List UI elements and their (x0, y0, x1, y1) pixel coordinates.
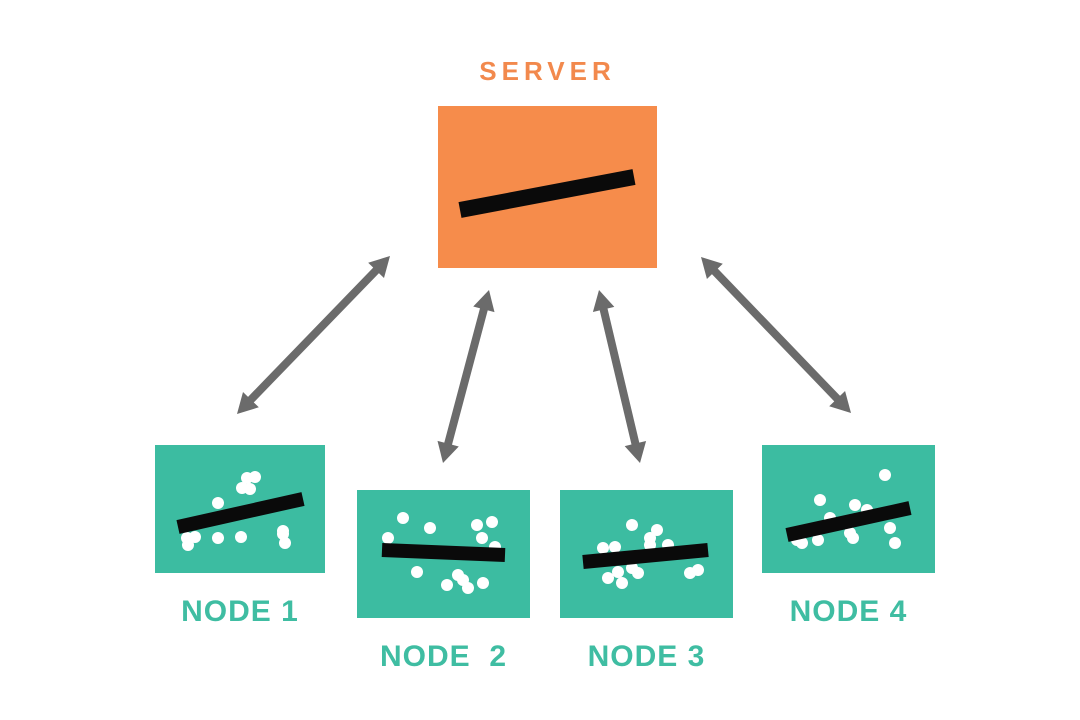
scatter-dot (879, 469, 891, 481)
scatter-dot (462, 582, 474, 594)
scatter-dot (612, 566, 624, 578)
scatter-dot (441, 579, 453, 591)
node-scatter-plot (785, 469, 912, 549)
scatter-dot (477, 577, 489, 589)
node-box-2 (357, 490, 530, 618)
trend-line (582, 543, 709, 569)
scatter-dot (692, 564, 704, 576)
scatter-dot (849, 499, 861, 511)
arrow-shaft (598, 303, 641, 450)
double-arrow (592, 290, 647, 463)
scatter-dot (212, 497, 224, 509)
scatter-dot (189, 531, 201, 543)
node-scatter-plot (381, 512, 506, 594)
scatter-dot (382, 532, 394, 544)
node-scatter-plot (582, 519, 709, 589)
arrow-shaft (442, 303, 490, 450)
node-box-4 (762, 445, 935, 573)
arrow-shaft (708, 265, 844, 405)
server-model-line-plot (458, 169, 636, 218)
scatter-dot (277, 528, 289, 540)
scatter-dot (244, 483, 256, 495)
trend-line (458, 169, 636, 218)
node-box-3 (560, 490, 733, 618)
scatter-dot (397, 512, 409, 524)
double-arrow (701, 257, 851, 413)
scatter-dot (616, 577, 628, 589)
scatter-dot (651, 524, 663, 536)
scatter-dot (476, 532, 488, 544)
scatter-dot (279, 537, 291, 549)
scatter-dot (249, 471, 261, 483)
trend-line (785, 501, 912, 542)
scatter-dot (632, 567, 644, 579)
trend-line (176, 492, 305, 534)
scatter-dot (889, 537, 901, 549)
scatter-dot (411, 566, 423, 578)
node-label-3: NODE 3 (587, 640, 706, 673)
arrow-head (237, 391, 259, 414)
server-label: SERVER (479, 56, 616, 86)
scatter-dot (486, 516, 498, 528)
arrow-head (368, 256, 390, 279)
scatter-dot (212, 532, 224, 544)
scatter-dot (626, 519, 638, 531)
node-box-1 (155, 445, 325, 573)
scatter-dot (847, 532, 859, 544)
scatter-dot (644, 539, 656, 551)
node-label-4: NODE 4 (789, 595, 908, 628)
arrow-head (592, 290, 615, 312)
double-arrow (237, 256, 390, 414)
scatter-dot (812, 534, 824, 546)
server-box (438, 106, 657, 268)
scatter-dot (182, 539, 194, 551)
arrow-head (437, 440, 459, 463)
scatter-dot (235, 531, 247, 543)
scatter-dot (602, 572, 614, 584)
arrow-head (624, 441, 647, 463)
arrow-shaft (244, 263, 383, 407)
node-label-1: NODE 1 (181, 595, 299, 628)
scatter-dot (814, 494, 826, 506)
scatter-dot (609, 541, 621, 553)
node-scatter-plot (176, 471, 305, 551)
scatter-dot (471, 519, 483, 531)
scatter-dot (597, 542, 609, 554)
arrow-head (701, 257, 723, 280)
double-arrow (437, 290, 495, 463)
arrow-head (829, 390, 851, 413)
arrow-head (473, 290, 495, 313)
scatter-dot (796, 537, 808, 549)
scatter-dot (424, 522, 436, 534)
trend-line (381, 543, 506, 562)
scatter-dot (884, 522, 896, 534)
node-label-2: NODE 2 (379, 640, 508, 673)
